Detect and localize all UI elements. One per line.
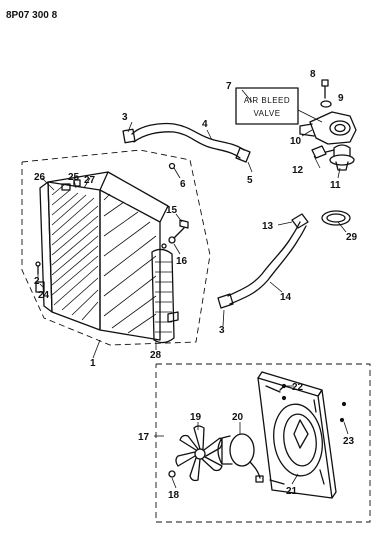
thermostat-gasket (321, 210, 351, 226)
sender-unit (311, 145, 335, 159)
label-12: 12 (292, 165, 304, 176)
label-23: 23 (343, 436, 355, 447)
fan-shroud (257, 371, 337, 499)
hose-clamp-3-bottom (217, 293, 234, 309)
shroud-screws (279, 383, 347, 423)
bolt (321, 79, 329, 99)
label-27: 27 (84, 175, 96, 186)
label-11: 11 (330, 180, 341, 191)
fan-motor (217, 433, 264, 483)
label-13: 13 (262, 221, 274, 232)
label-17: 17 (138, 432, 150, 443)
label-1: 1 (90, 358, 96, 369)
diagram-code: 8P07 300 8 (6, 10, 58, 21)
label-18: 18 (168, 490, 180, 501)
label-19: 19 (190, 412, 202, 423)
label-28: 28 (150, 350, 162, 361)
label-6: 6 (180, 179, 186, 190)
label-8: 8 (310, 69, 316, 80)
hose-clamp-13 (291, 213, 309, 229)
part-labels: 1 2 3 3 4 5 6 7 8 9 10 11 12 13 14 15 16… (34, 69, 358, 501)
lower-hose (217, 213, 309, 309)
label-24: 24 (38, 290, 50, 301)
label-14: 14 (280, 292, 292, 303)
label-15: 15 (166, 205, 178, 216)
drain-cock (35, 261, 41, 275)
fan-dashed-outline (155, 363, 371, 523)
label-21: 21 (286, 486, 298, 497)
thermostat-housing (299, 111, 357, 145)
radiator-dashed-outline (21, 149, 211, 346)
label-3-top: 3 (122, 112, 128, 123)
hose-clamp-3-top (122, 128, 136, 144)
radiator-core (35, 171, 179, 344)
label-4: 4 (202, 119, 208, 130)
washer (320, 100, 332, 108)
label-7: 7 (226, 81, 232, 92)
label-16: 16 (176, 256, 188, 267)
label-10: 10 (290, 136, 302, 147)
hose-clamp-5 (235, 147, 251, 163)
fan-nut (168, 470, 176, 478)
label-3-bottom: 3 (219, 325, 225, 336)
radiator-cap (61, 183, 71, 191)
fan-assembly-group (155, 363, 371, 523)
thermostat (329, 144, 355, 171)
upper-hose (122, 122, 251, 163)
air-bleed-line2: VALVE (253, 109, 280, 118)
label-20: 20 (232, 412, 244, 423)
air-bleed-line1: AIR BLEED (244, 96, 290, 105)
label-9: 9 (338, 93, 344, 104)
label-26: 26 (34, 172, 46, 183)
label-25: 25 (68, 172, 80, 183)
label-29: 29 (346, 232, 358, 243)
radiator-group (21, 149, 211, 346)
clip-6 (168, 162, 176, 170)
label-22: 22 (292, 382, 304, 393)
air-bleed-box (235, 87, 299, 125)
label-2: 2 (34, 276, 40, 287)
air-bleed-callout: AIR BLEED VALVE (235, 87, 323, 125)
fan-blade (175, 425, 223, 482)
thermostat-housing-group (299, 79, 357, 226)
temperature-sensor (161, 219, 189, 249)
label-5: 5 (247, 175, 253, 186)
leader-lines (37, 89, 349, 489)
